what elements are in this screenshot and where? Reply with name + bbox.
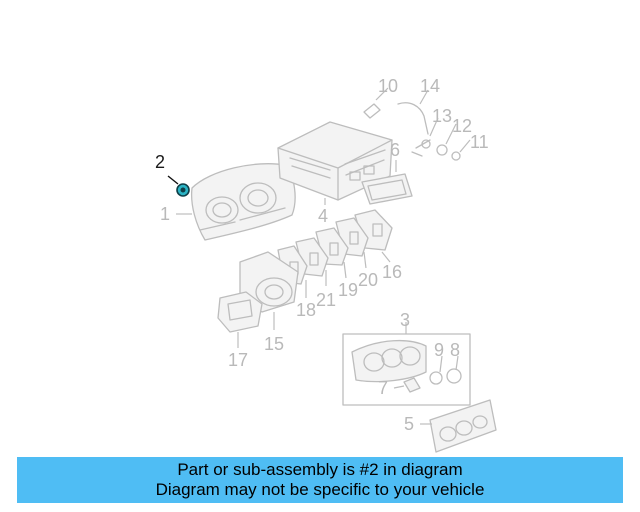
callout-10: 10 [378, 76, 398, 96]
callout-12: 12 [452, 116, 472, 136]
heater-control-assembly [342, 333, 471, 406]
callout-14: 14 [420, 76, 440, 96]
bulb-part-2[interactable] [176, 183, 190, 197]
heater-bezel [429, 399, 497, 453]
callout-5: 5 [404, 414, 414, 434]
callout-2: 2 [155, 152, 165, 172]
callout-1: 1 [160, 204, 170, 224]
callout-17: 17 [228, 350, 248, 370]
callout-16: 16 [382, 262, 402, 282]
banner-line-disclaimer: Diagram may not be specific to your vehi… [155, 480, 485, 499]
callout-4: 4 [318, 206, 328, 226]
callout-7: 7 [378, 378, 388, 398]
parts-diagram: 2 1 4 6 10 14 13 12 11 16 20 19 21 18 15… [155, 76, 497, 453]
callout-8: 8 [450, 340, 460, 360]
control-unit [277, 121, 393, 201]
light-switch [239, 251, 299, 313]
callout-15: 15 [264, 334, 284, 354]
callout-21: 21 [316, 290, 336, 310]
info-banner: Part or sub-assembly is #2 in diagram Di… [17, 457, 623, 503]
banner-line-part: Part or sub-assembly is #2 in diagram [177, 460, 463, 479]
instrument-cluster [190, 163, 296, 241]
small-parts-group [363, 102, 461, 161]
callout-19: 19 [338, 280, 358, 300]
callout-3: 3 [400, 310, 410, 330]
callout-20: 20 [358, 270, 378, 290]
trim-panel [361, 173, 413, 205]
callout-9: 9 [434, 340, 444, 360]
callout-13: 13 [432, 106, 452, 126]
callout-11: 11 [470, 132, 489, 152]
callout-6: 6 [390, 140, 400, 160]
rocker-switch [217, 291, 263, 333]
leader-lines [167, 87, 471, 425]
callout-18: 18 [296, 300, 316, 320]
